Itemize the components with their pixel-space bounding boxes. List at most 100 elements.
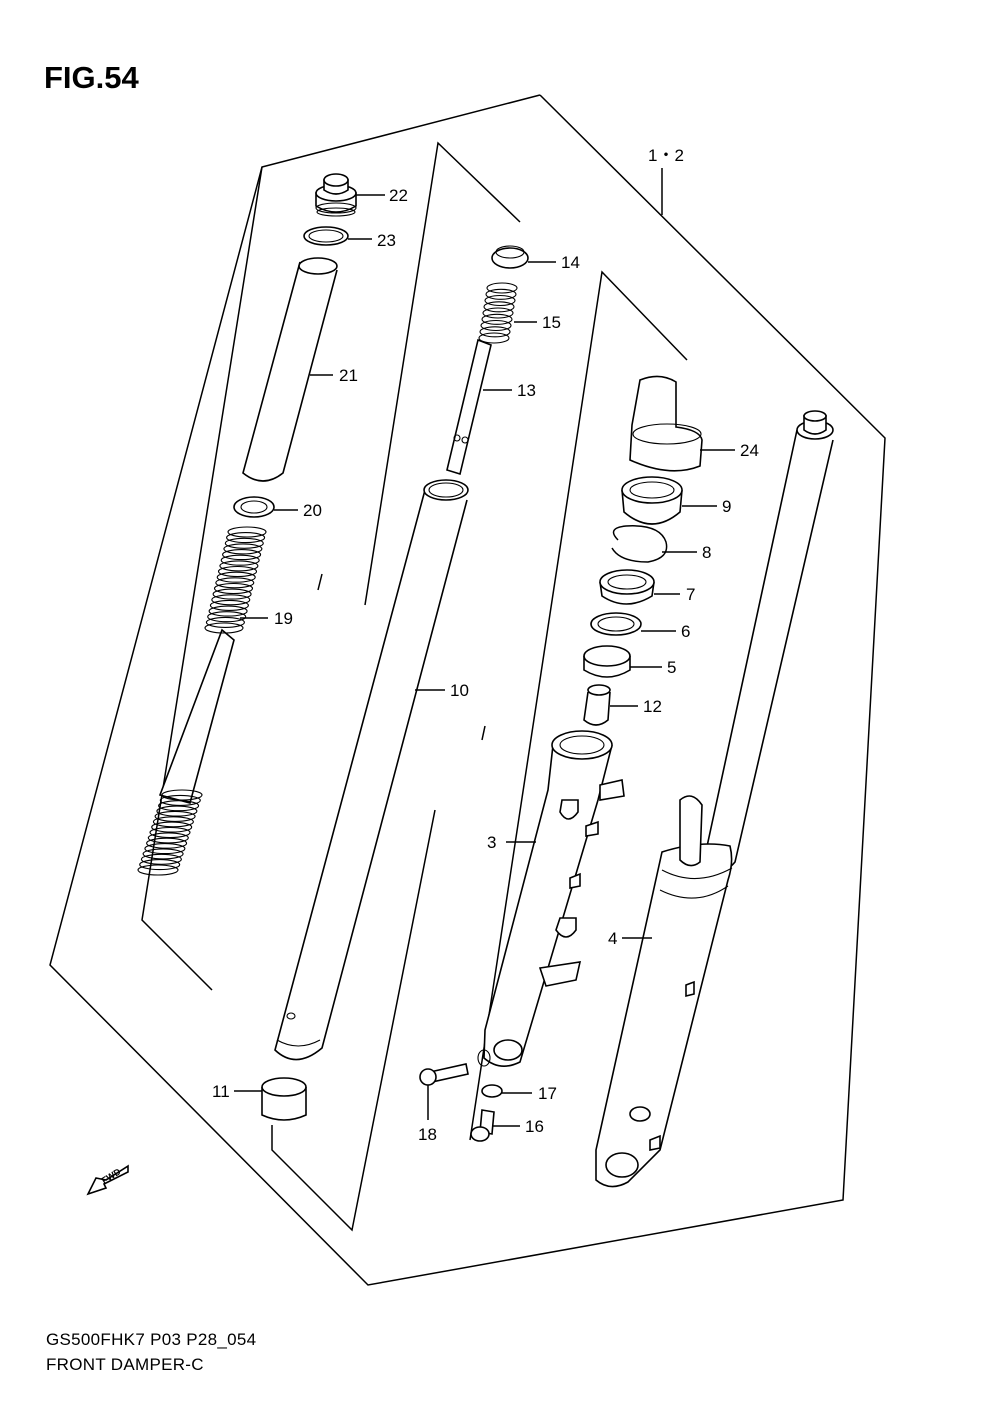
part-7-oil-seal bbox=[599, 569, 655, 605]
spring-coil bbox=[216, 571, 256, 583]
part-18-bolt bbox=[419, 1063, 469, 1086]
rebound-spring-coil bbox=[484, 294, 516, 307]
callout-4: 4 bbox=[608, 929, 617, 948]
part-10-inner-tube bbox=[274, 479, 469, 1061]
part-23-o-ring-inner bbox=[308, 229, 344, 243]
callout-6: 6 bbox=[681, 622, 690, 641]
callout-21: 21 bbox=[339, 366, 358, 385]
spring-coil bbox=[152, 816, 194, 828]
spring-coil bbox=[139, 859, 181, 871]
spring-coil bbox=[226, 532, 266, 544]
part-16-bolt bbox=[470, 1109, 495, 1142]
rebound-spring-coil bbox=[480, 319, 512, 332]
part-5-guide-bushing bbox=[583, 645, 631, 678]
part-13-damper-rod bbox=[446, 338, 492, 476]
callout-3: 3 bbox=[487, 833, 496, 852]
spring-group-frame bbox=[141, 166, 263, 991]
callout-18: 18 bbox=[418, 1125, 437, 1144]
leader-lines bbox=[234, 168, 735, 1127]
part-19-fork-spring bbox=[137, 526, 267, 876]
part-8-stopper-ring bbox=[611, 525, 668, 563]
spring-coil bbox=[217, 565, 258, 578]
spring-coil bbox=[137, 864, 179, 876]
fwd-direction-arrow: FWD bbox=[86, 1164, 129, 1196]
part-20-washer bbox=[233, 496, 275, 518]
callout-16: 16 bbox=[525, 1117, 544, 1136]
section-name: FRONT DAMPER-C bbox=[46, 1355, 204, 1374]
fwd-label: FWD bbox=[100, 1166, 123, 1186]
callout-17: 17 bbox=[538, 1084, 557, 1103]
spring-coil bbox=[224, 537, 264, 549]
spring-coil bbox=[140, 853, 182, 865]
model-code: GS500FHK7 P03 P28_054 bbox=[46, 1330, 257, 1349]
spring-coil bbox=[220, 554, 260, 566]
outer-tube-group-frame bbox=[469, 270, 688, 1141]
spring-coil bbox=[204, 622, 244, 634]
callout-24: 24 bbox=[740, 441, 759, 460]
callout-8: 8 bbox=[702, 543, 711, 562]
part-22-cap-bolt bbox=[315, 173, 357, 217]
part-12-oil-lock-piece bbox=[583, 684, 611, 726]
part-17-gasket bbox=[481, 1084, 503, 1098]
part-15-rebound-spring bbox=[478, 282, 518, 344]
callout-13: 13 bbox=[517, 381, 536, 400]
spring-coil bbox=[205, 616, 245, 628]
spring-coil bbox=[149, 826, 191, 839]
callout-5: 5 bbox=[667, 658, 676, 677]
spring-coil bbox=[207, 611, 247, 623]
spring-coil bbox=[227, 526, 267, 538]
callout-7: 7 bbox=[686, 585, 695, 604]
part-11-slide-bushing bbox=[261, 1077, 307, 1121]
callout-10: 10 bbox=[450, 681, 469, 700]
spring-coil bbox=[219, 560, 259, 572]
callout-22: 22 bbox=[389, 186, 408, 205]
spring-coil bbox=[208, 605, 248, 617]
spring-coil bbox=[209, 599, 249, 611]
spring-coil bbox=[222, 549, 262, 561]
spring-coil bbox=[211, 594, 251, 606]
spring-coil bbox=[159, 794, 201, 806]
part-6-seal-washer-inner bbox=[597, 616, 635, 632]
part-14-stopper-ring bbox=[491, 245, 529, 269]
callout-11: 11 bbox=[212, 1082, 230, 1101]
rebound-spring-coil bbox=[485, 288, 517, 300]
rebound-spring-coil bbox=[486, 282, 518, 294]
rebound-spring-coil bbox=[483, 301, 515, 313]
spring-coil bbox=[161, 789, 203, 801]
spring-coil bbox=[146, 837, 188, 849]
spring-coil bbox=[147, 832, 189, 844]
spring-coil bbox=[154, 810, 196, 822]
rebound-spring-coil bbox=[481, 313, 513, 325]
callout-1-2: 1・2 bbox=[648, 146, 684, 165]
callout-12: 12 bbox=[643, 697, 662, 716]
spring-coil bbox=[212, 588, 252, 600]
inner-tube-group-frame bbox=[271, 809, 436, 1232]
part-20-washer-inner bbox=[240, 500, 268, 514]
spring-coil bbox=[142, 848, 184, 860]
spring-coil bbox=[223, 543, 263, 555]
part-21-spacer-tube bbox=[242, 257, 338, 482]
guide-mark bbox=[317, 573, 323, 591]
figure-title: FIG.54 bbox=[44, 60, 139, 95]
part-24-fork-guard bbox=[629, 375, 703, 472]
callout-9: 9 bbox=[722, 497, 731, 516]
callout-20: 20 bbox=[303, 501, 322, 520]
spring-coil bbox=[151, 821, 193, 833]
part-9-dust-seal bbox=[621, 476, 683, 525]
spring-coil bbox=[144, 843, 186, 855]
callout-23: 23 bbox=[377, 231, 396, 250]
guide-mark bbox=[481, 725, 486, 741]
part-3-outer-tube bbox=[477, 730, 625, 1067]
spring-coil bbox=[213, 582, 254, 595]
spring-coil bbox=[215, 577, 255, 589]
rebound-spring-coil bbox=[482, 307, 514, 319]
rebound-spring-coil bbox=[479, 326, 511, 338]
callout-15: 15 bbox=[542, 313, 561, 332]
callout-14: 14 bbox=[561, 253, 580, 272]
spring-coil bbox=[156, 805, 198, 817]
part-4-fork-assembly bbox=[595, 410, 834, 1188]
damper-rod-group-frame bbox=[364, 141, 521, 606]
callout-labels: 1・2 22 23 21 20 19 14 15 13 10 24 9 8 7 … bbox=[212, 146, 759, 1144]
callout-19: 19 bbox=[274, 609, 293, 628]
